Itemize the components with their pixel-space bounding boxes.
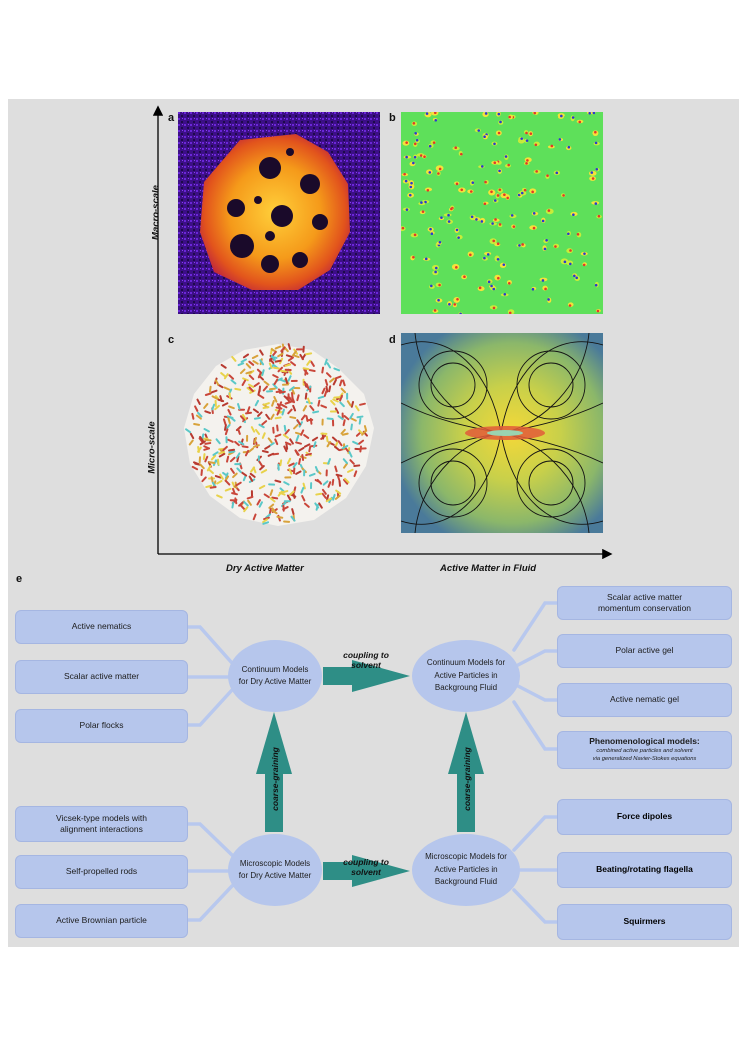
text-coarse-right: coarse-graining [462,747,472,811]
box-squirmers: Squirmers [557,904,732,940]
image-b-vortex-field [401,112,603,314]
ellipse-continuum-dry: Continuum Models for Dry Active Matter [228,640,322,712]
arrow-coarse-right [448,712,484,832]
box-scalar-momentum: Scalar active matter momentum conservati… [557,586,732,620]
phenomenological-line2: via generalized Navier-Stokes equations [592,755,697,762]
panel-label-e: e [16,573,23,585]
ellipse-microscopic-fluid: Microscopic Models for Active Particles … [412,834,520,906]
arrow-coarse-left [256,712,292,832]
phenomenological-line1: combined active particles and solvent [596,747,693,754]
x-axis-label-right: Active Matter in Fluid [440,563,537,574]
panel-label-b: b [389,112,396,124]
image-d-flow-field [401,333,603,533]
box-self-propelled-rods: Self-propelled rods [15,855,188,889]
x-axis-label-left: Dry Active Matter [226,563,304,574]
box-active-nematics: Active nematics [15,610,188,644]
box-force-dipoles: Force dipoles [557,799,732,835]
panel-label-c: c [168,334,175,346]
box-phenomenological: Phenomenological models: combined active… [557,731,732,769]
arrow-coupling-bottom [323,855,410,887]
box-vicsek-models: Vicsek-type models with alignment intera… [15,806,188,842]
box-beating-flagella: Beating/rotating flagella [557,852,732,888]
box-active-brownian-particle: Active Brownian particle [15,904,188,938]
ellipse-microscopic-dry: Microscopic Models for Dry Active Matter [228,834,322,906]
box-polar-active-gel: Polar active gel [557,634,732,668]
text-coupling-top: coupling to solvent [343,650,389,671]
text-coarse-left: coarse-graining [270,747,280,811]
panel-label-d: d [389,334,396,346]
image-a-density-map [178,112,380,314]
image-c-particle-cluster [178,338,380,528]
panel-label-a: a [168,112,175,124]
box-polar-flocks: Polar flocks [15,709,188,743]
ellipse-continuum-fluid: Continuum Models for Active Particles in… [412,640,520,712]
text-coupling-bottom: coupling to solvent [343,857,389,878]
phenomenological-title: Phenomenological models: [589,736,700,747]
box-active-nematic-gel: Active nematic gel [557,683,732,717]
arrow-coupling-top [323,660,410,692]
box-scalar-active-matter: Scalar active matter [15,660,188,694]
